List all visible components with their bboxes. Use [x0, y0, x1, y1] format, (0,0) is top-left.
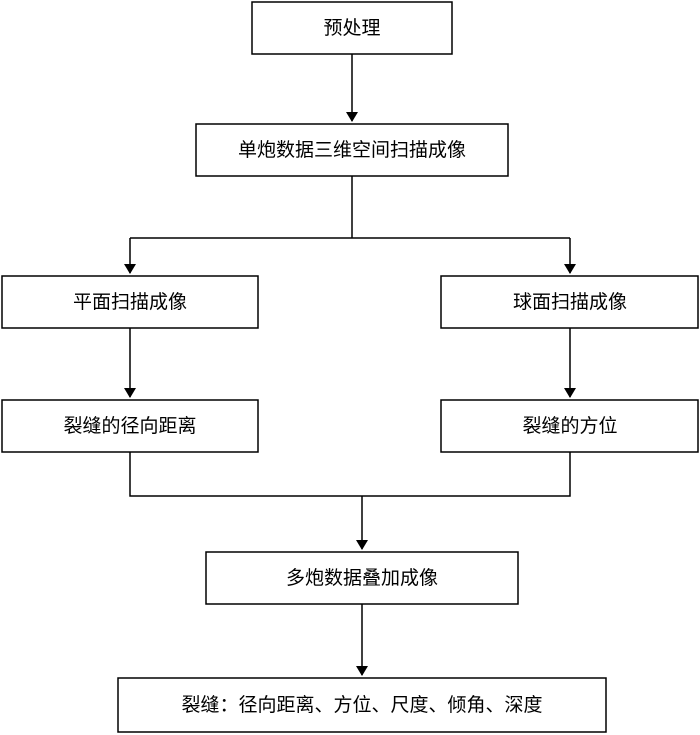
- edge-merge: [129, 452, 571, 497]
- node-fracture-result: 裂缝：径向距离、方位、尺度、倾角、深度: [117, 677, 607, 733]
- node-single-shot-imaging-label: 单炮数据三维空间扫描成像: [238, 139, 466, 161]
- node-orientation: 裂缝的方位: [440, 399, 699, 453]
- node-radial-distance-label: 裂缝的径向距离: [63, 415, 196, 437]
- node-multi-shot-stack-label: 多炮数据叠加成像: [286, 567, 438, 589]
- node-fracture-result-label: 裂缝：径向距离、方位、尺度、倾角、深度: [181, 694, 542, 716]
- node-single-shot-imaging: 单炮数据三维空间扫描成像: [195, 123, 509, 177]
- node-plane-scan: 平面扫描成像: [1, 275, 259, 329]
- node-sphere-scan-label: 球面扫描成像: [513, 291, 627, 313]
- node-multi-shot-stack: 多炮数据叠加成像: [205, 551, 519, 605]
- node-radial-distance: 裂缝的径向距离: [1, 399, 259, 453]
- connectors: [124, 54, 576, 676]
- node-plane-scan-label: 平面扫描成像: [73, 291, 187, 313]
- node-orientation-label: 裂缝的方位: [522, 415, 617, 437]
- node-preprocess: 预处理: [251, 1, 453, 55]
- node-sphere-scan: 球面扫描成像: [440, 275, 699, 329]
- node-preprocess-label: 预处理: [323, 17, 380, 39]
